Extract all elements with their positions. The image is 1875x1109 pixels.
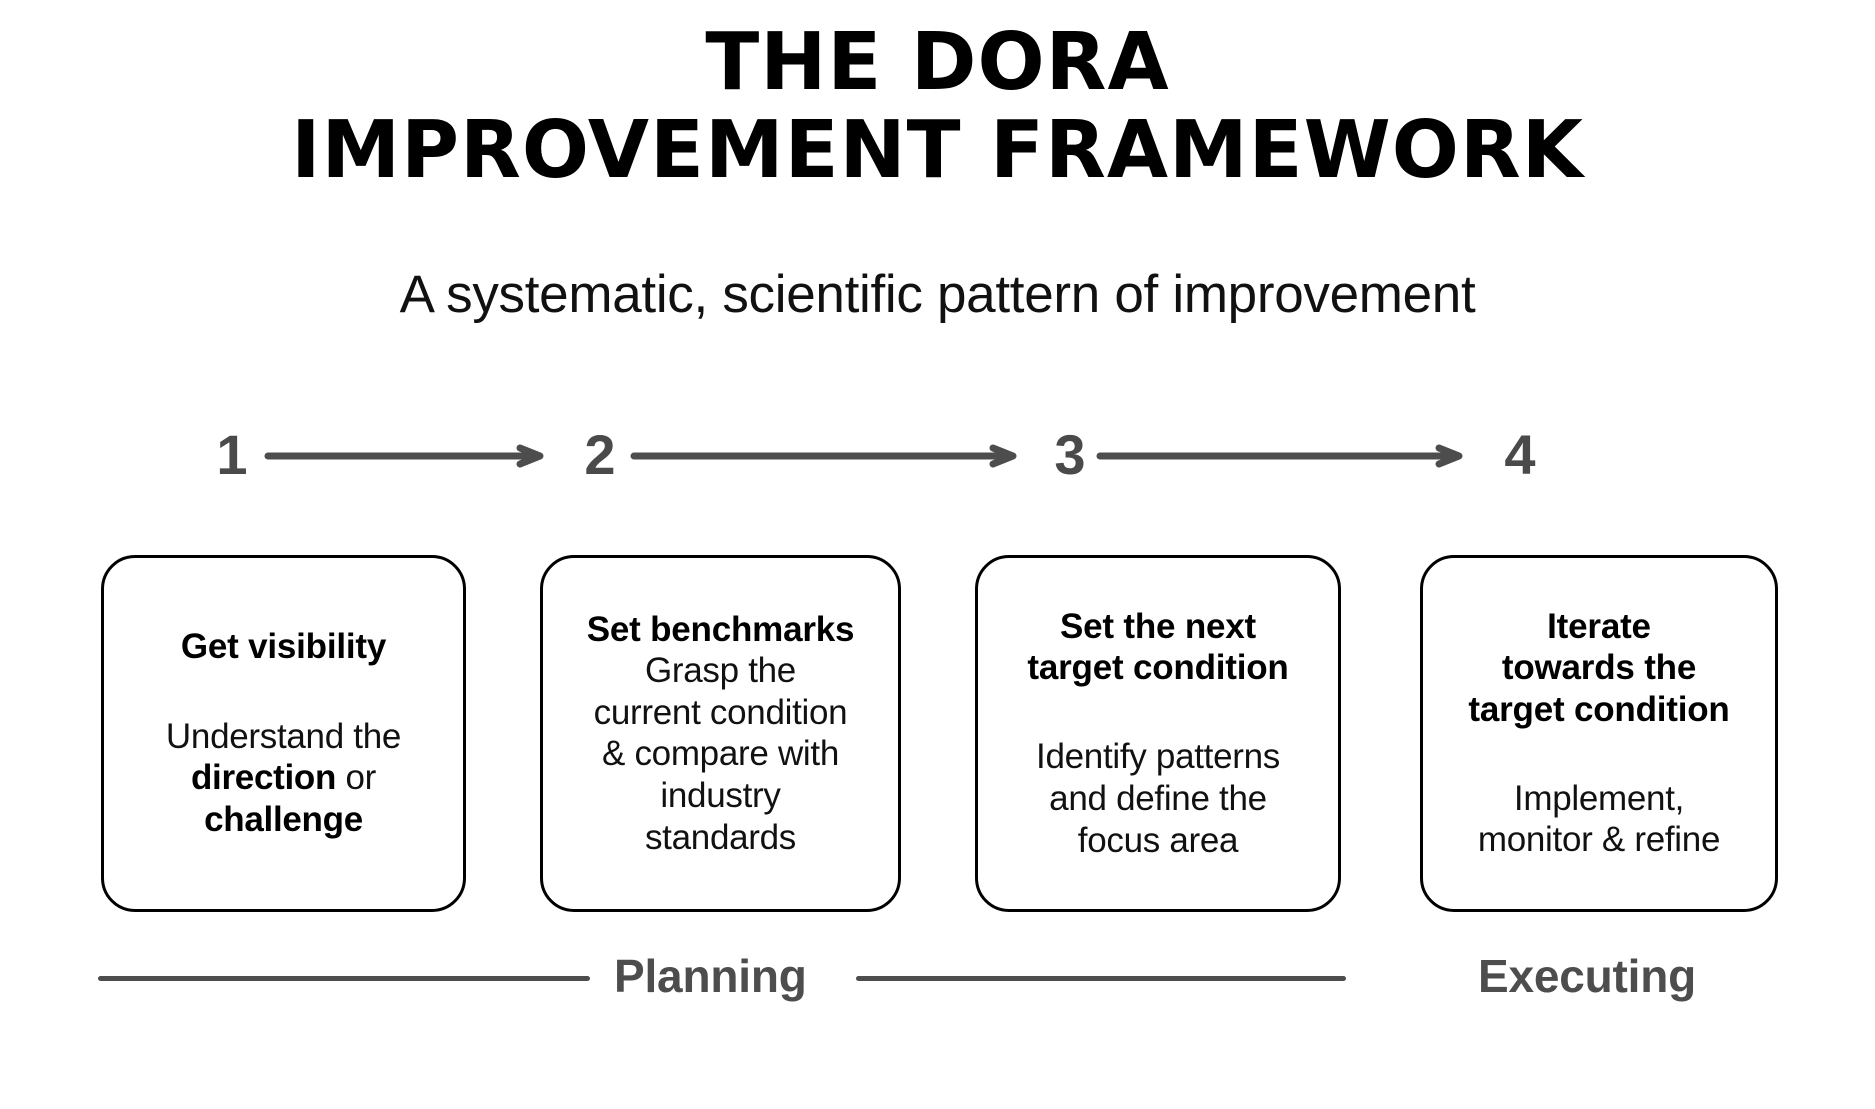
step-card-2[interactable]: Set benchmarks Grasp the current conditi… xyxy=(540,555,901,912)
step-number-3: 3 xyxy=(1054,423,1086,486)
phase-line-right xyxy=(856,976,1346,981)
step-card-1[interactable]: Get visibility Understand the direction … xyxy=(101,555,466,912)
step-card-4[interactable]: Iterate towards the target condition Imp… xyxy=(1420,555,1778,912)
step-card-2-heading: Set benchmarks xyxy=(586,609,855,649)
phase-label-planning: Planning xyxy=(614,950,807,1002)
step-number-4: 4 xyxy=(1504,423,1536,486)
page-subtitle: A systematic, scientific pattern of impr… xyxy=(399,265,1476,324)
arrow-step-2-to-3 xyxy=(630,444,1017,468)
phase-label-executing: Executing xyxy=(1478,950,1697,1002)
step-card-4-body: Implement, monitor & refine xyxy=(1477,778,1721,860)
step-card-2-body: Grasp the current condition & compare wi… xyxy=(593,651,848,857)
body-text-plain: Understand the xyxy=(165,716,402,756)
page-title: THE DORA IMPROVEMENT FRAMEWORK xyxy=(0,18,1875,195)
step-card-1-body: Understand the direction or challenge xyxy=(166,716,401,841)
step-card-4-heading: Iterate towards the target condition xyxy=(1468,606,1730,729)
step-sequence: 1 2 3 4 xyxy=(0,418,1875,492)
step-card-3-body: Identify patterns and define the focus a… xyxy=(1036,737,1280,860)
step-number-2: 2 xyxy=(584,423,616,486)
title-line-1: THE DORA xyxy=(705,16,1170,108)
arrow-step-1-to-2 xyxy=(264,444,544,468)
body-text-emphasis-challenge: challenge xyxy=(204,799,363,839)
body-text-conjunction: or xyxy=(336,758,377,798)
title-line-2: IMPROVEMENT FRAMEWORK xyxy=(291,104,1584,197)
step-card-3[interactable]: Set the next target condition Identify p… xyxy=(975,555,1341,912)
step-card-1-heading: Get visibility xyxy=(180,627,387,667)
step-card-3-heading: Set the next target condition xyxy=(1027,606,1289,688)
phase-line-left xyxy=(98,976,590,981)
phase-strip: Planning Executing xyxy=(0,950,1875,1055)
arrow-step-3-to-4 xyxy=(1096,444,1463,468)
body-text-emphasis-direction: direction xyxy=(190,758,337,798)
step-number-1: 1 xyxy=(216,423,248,486)
